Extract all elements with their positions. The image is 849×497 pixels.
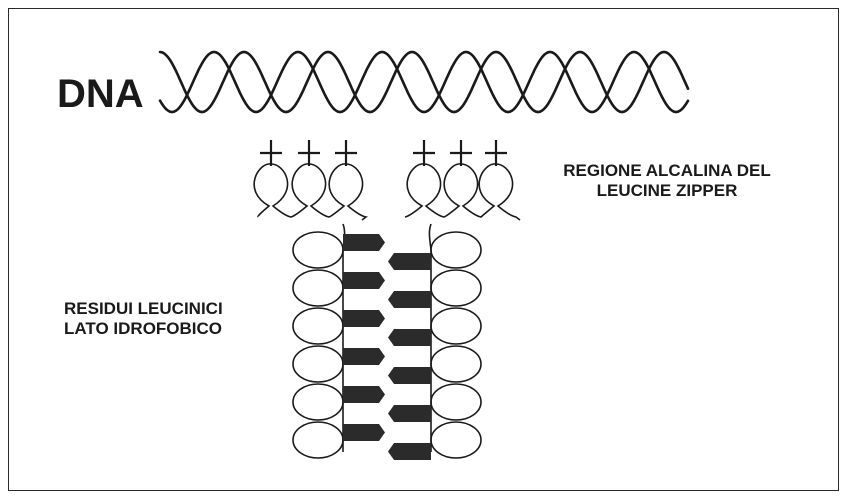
helix-loop-right <box>431 270 481 306</box>
helix-loop-left <box>293 384 343 420</box>
dna-label: DNA <box>57 74 144 114</box>
leucine-bar <box>343 386 385 403</box>
helix-loop-right <box>431 232 481 268</box>
helix-loop-left <box>293 422 343 458</box>
leucine-bars <box>343 234 431 460</box>
leucine-bar <box>388 367 431 384</box>
plus-sign <box>335 140 357 166</box>
leucine-bar <box>388 405 431 422</box>
leucine-bar <box>343 234 385 251</box>
basic-loop-row <box>254 164 366 220</box>
helix-loop-left <box>293 270 343 306</box>
plus-sign <box>298 140 320 166</box>
helix-loop-right <box>431 384 481 420</box>
dna-strand <box>160 52 688 112</box>
zipper-helix-loops <box>293 224 481 458</box>
leucine-bar <box>343 272 385 289</box>
helix-loop-left <box>293 308 343 344</box>
leucine-bar <box>388 443 431 460</box>
leucine-bar <box>343 424 385 441</box>
plus-sign <box>260 140 282 166</box>
basic-loop-row <box>405 164 520 220</box>
leucine-bar <box>343 348 385 365</box>
leucine-bar <box>388 253 431 270</box>
leucine-bar <box>388 291 431 308</box>
leucine-residues-label: RESIDUI LEUCINICI LATO IDROFOBICO <box>64 299 284 339</box>
plus-sign <box>413 140 435 166</box>
dna-double-helix <box>160 52 688 112</box>
helix-strand-left <box>343 224 345 452</box>
helix-loop-left <box>293 346 343 382</box>
basic-region-loops <box>254 164 520 220</box>
plus-sign <box>450 140 472 166</box>
basic-region-label: REGIONE ALCALINA DEL LEUCINE ZIPPER <box>542 161 792 201</box>
positive-charges <box>260 140 507 166</box>
leucine-bar <box>343 310 385 327</box>
helix-loop-right <box>431 346 481 382</box>
plus-sign <box>485 140 507 166</box>
helix-loop-left <box>293 232 343 268</box>
helix-loop-right <box>431 422 481 458</box>
helix-loop-right <box>431 308 481 344</box>
leucine-bar <box>388 329 431 346</box>
